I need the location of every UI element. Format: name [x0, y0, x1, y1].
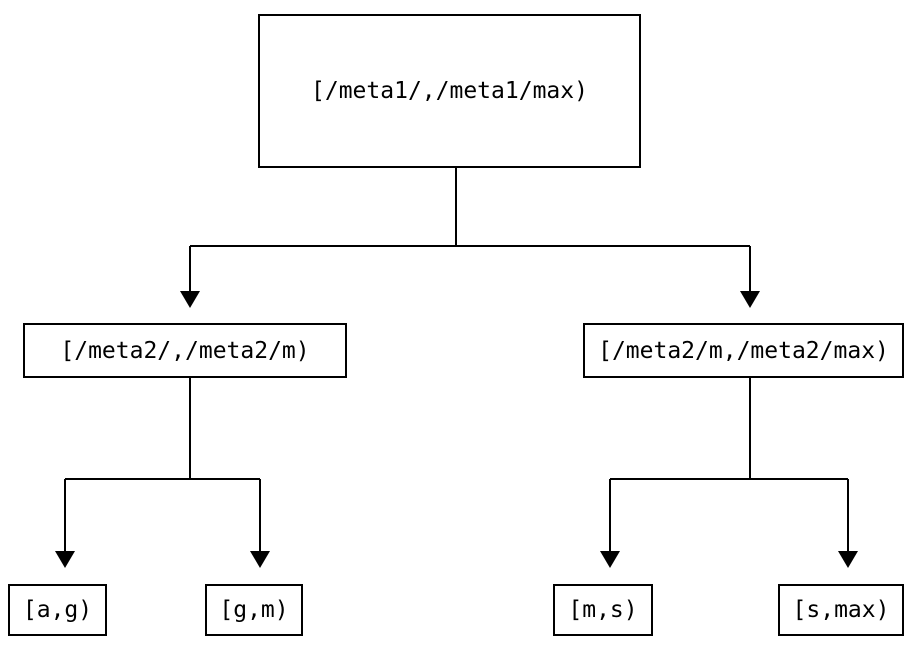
- node-mid-left: [/meta2/,/meta2/m): [23, 323, 347, 378]
- node-leaf-ms-label: [m,s): [568, 597, 638, 623]
- node-mid-left-label: [/meta2/,/meta2/m): [60, 337, 310, 364]
- arrowhead-to-mid-right: [740, 291, 760, 308]
- node-leaf-ag: [a,g): [8, 584, 107, 636]
- arrowhead-to-leaf-ms: [600, 551, 620, 568]
- node-leaf-ms: [m,s): [553, 584, 653, 636]
- node-leaf-smax-label: [s,max): [792, 597, 890, 623]
- node-leaf-gm: [g,m): [205, 584, 303, 636]
- node-mid-right-label: [/meta2/m,/meta2/max): [598, 337, 889, 364]
- node-leaf-gm-label: [g,m): [219, 597, 289, 623]
- node-mid-right: [/meta2/m,/meta2/max): [583, 323, 904, 378]
- arrowhead-to-leaf-smax: [838, 551, 858, 568]
- arrowhead-to-leaf-gm: [250, 551, 270, 568]
- node-root: [/meta1/,/meta1/max): [258, 14, 641, 168]
- arrowhead-to-leaf-ag: [55, 551, 75, 568]
- node-root-label: [/meta1/,/meta1/max): [311, 78, 588, 104]
- arrowhead-to-mid-left: [180, 291, 200, 308]
- node-leaf-smax: [s,max): [778, 584, 904, 636]
- node-leaf-ag-label: [a,g): [22, 597, 93, 623]
